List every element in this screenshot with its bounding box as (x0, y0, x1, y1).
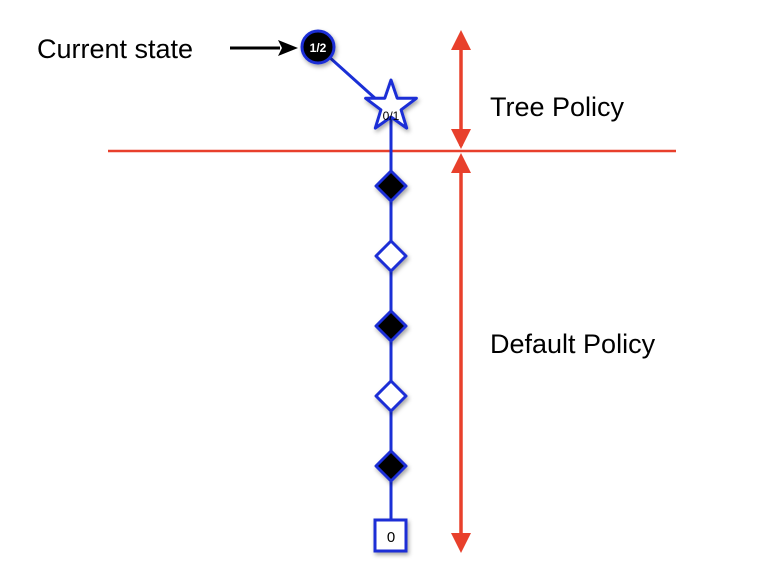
current-state-label: Current state (37, 34, 193, 64)
terminal-node-value: 0 (387, 529, 395, 546)
tree-policy-label: Tree Policy (490, 92, 625, 122)
current-state-pointer-arrow (230, 40, 298, 56)
expanded-node-value: 0/1 (383, 109, 400, 123)
tree-policy-arrow (451, 30, 471, 149)
root-node: 1/2 (300, 29, 336, 65)
default-policy-arrow (451, 153, 471, 553)
simulation-node-dark (374, 449, 408, 483)
simulation-node-dark (374, 169, 408, 203)
simulation-chain (374, 169, 408, 483)
simulation-node-light (374, 239, 408, 273)
simulation-node-dark (374, 309, 408, 343)
default-policy-label: Default Policy (490, 329, 656, 359)
root-node-value: 1/2 (310, 41, 327, 55)
terminal-node: 0 (373, 518, 408, 553)
simulation-node-light (374, 379, 408, 413)
expanded-node-star: 0/1 (364, 78, 418, 130)
